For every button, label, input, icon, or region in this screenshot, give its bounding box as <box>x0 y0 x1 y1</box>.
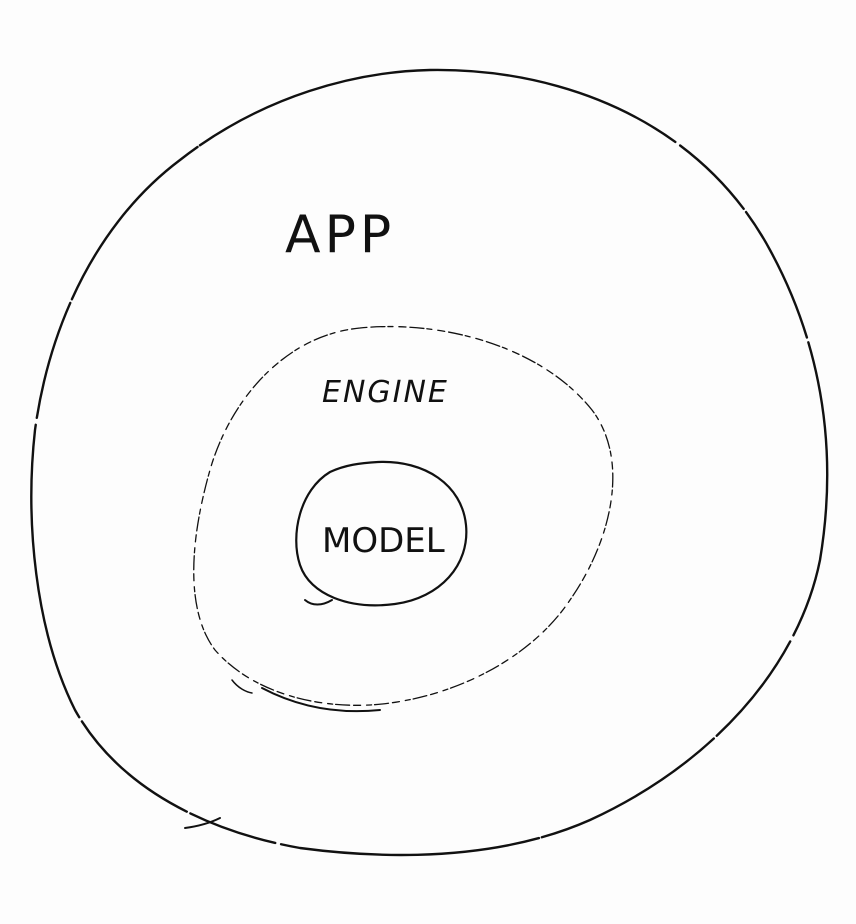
model-label: MODEL <box>322 521 445 561</box>
engine-layer-solid-stroke <box>261 687 381 713</box>
model-layer-stroke-tail <box>304 599 333 606</box>
model-layer-circle <box>295 460 468 607</box>
app-layer-stroke-tail <box>184 817 221 829</box>
engine-layer-circle <box>193 325 614 706</box>
engine-layer-mark <box>231 679 253 694</box>
app-layer-circle <box>30 68 829 857</box>
app-label: APP <box>285 205 395 265</box>
engine-label: ENGINE <box>322 375 449 410</box>
